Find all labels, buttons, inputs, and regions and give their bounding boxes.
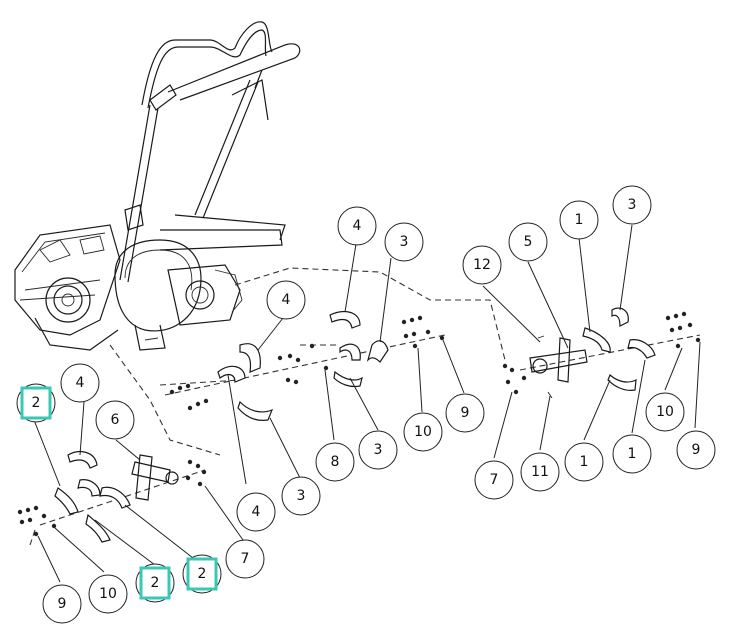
callout-label: 10 (656, 404, 674, 420)
callout-label: 10 (99, 586, 117, 602)
callout-label: 2 (198, 566, 207, 582)
callout-label: 11 (531, 464, 549, 480)
callout-c27: 7 (225, 539, 265, 579)
callout-c14: 10 (645, 392, 685, 432)
callout-c19: 1 (612, 434, 652, 474)
engine (14, 224, 121, 351)
callout-c22: 6 (95, 400, 135, 440)
gear-housing (114, 214, 286, 351)
callout-label: 3 (374, 442, 383, 458)
callout-c16: 7 (474, 460, 514, 500)
callout-label: 9 (58, 596, 67, 612)
callout-c11: 5 (508, 222, 548, 262)
callout-label: 10 (414, 424, 432, 440)
callout-c10: 12 (462, 245, 502, 285)
callout-label: 3 (297, 488, 306, 504)
callout-label: 7 (241, 551, 250, 567)
callout-c23: 9 (42, 584, 82, 624)
callout-label: 1 (575, 212, 584, 228)
callout-c18: 1 (564, 442, 604, 482)
callout-label: 4 (252, 504, 261, 520)
callouts: 4 3 4 4 3 8 3 10 9 12 5 1 3 10 9 7 11 1 … (16, 185, 716, 624)
callout-label: 3 (628, 197, 637, 213)
callout-label: 4 (353, 218, 362, 234)
callout-c15: 9 (676, 430, 716, 470)
callout-c25: 2 (135, 563, 175, 603)
callout-label: 12 (473, 257, 491, 273)
callout-label: 2 (32, 395, 41, 411)
callout-c21: 4 (60, 363, 100, 403)
callout-label: 2 (151, 575, 160, 591)
callout-label: 3 (400, 234, 409, 250)
callout-c8: 10 (403, 412, 443, 452)
callout-label: 1 (628, 446, 637, 462)
callout-c5: 3 (281, 476, 321, 516)
callout-c24: 10 (88, 574, 128, 614)
callout-label: 8 (331, 454, 340, 470)
callout-c6: 8 (315, 442, 355, 482)
callout-c26: 2 (182, 554, 222, 594)
leader-lines (33, 224, 701, 583)
callout-label: 6 (111, 412, 120, 428)
handlebar (119, 21, 301, 283)
callout-label: 4 (76, 375, 85, 391)
callout-c3: 4 (337, 206, 377, 246)
callout-c7: 3 (358, 430, 398, 470)
callout-label: 5 (524, 234, 533, 250)
callout-label: 9 (461, 405, 470, 421)
callout-c20: 2 (16, 383, 56, 423)
callout-c2: 3 (384, 222, 424, 262)
callout-c13: 3 (612, 185, 652, 225)
callout-c4: 4 (236, 492, 276, 532)
callout-label: 7 (490, 472, 499, 488)
callout-c1: 4 (266, 280, 306, 320)
tine-parts (17, 307, 701, 543)
callout-c12: 1 (559, 200, 599, 240)
callout-c17: 11 (520, 452, 560, 492)
callout-label: 9 (692, 442, 701, 458)
callout-label: 1 (580, 454, 589, 470)
callout-label: 4 (282, 292, 291, 308)
callout-c9: 9 (445, 393, 485, 433)
